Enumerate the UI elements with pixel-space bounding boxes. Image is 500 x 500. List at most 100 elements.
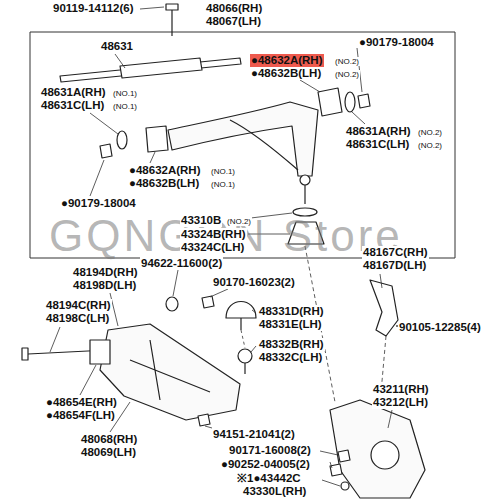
part-outline <box>238 349 252 363</box>
leader-line <box>251 346 256 352</box>
position-note: (NO.2) <box>334 70 360 79</box>
leader-line <box>320 451 338 455</box>
leader-line <box>205 426 212 428</box>
part-outline <box>330 464 342 476</box>
part-number: 43212(LH) <box>372 396 429 409</box>
part-number: 48631C(LH) <box>40 99 105 112</box>
part-number: ●48632A(RH) <box>128 164 202 177</box>
leader-line <box>90 113 118 134</box>
part-number: 90105-12285(4) <box>398 321 482 334</box>
part-number: ●48632B(LH) <box>128 177 200 190</box>
leader-line <box>150 152 155 163</box>
highlighted-part-number: ●48632A(RH) <box>250 54 324 67</box>
leader-line <box>244 363 245 374</box>
part-number: 48631C(LH) <box>345 138 410 151</box>
part-outline <box>202 296 214 308</box>
position-note: (NO.2) <box>417 141 443 150</box>
part-number: 48066(RH) <box>205 2 263 15</box>
part-number: 48332C(LH) <box>258 351 323 364</box>
part-number: 48067(LH) <box>205 15 262 28</box>
part-number: 90171-16008(2) <box>228 444 312 457</box>
position-note: (NO.1) <box>210 167 236 176</box>
position-note: (NO.2) <box>226 217 252 226</box>
position-note: (NO.1) <box>112 89 138 98</box>
part-number: 90170-16023(2) <box>212 276 296 289</box>
part-outline <box>330 400 425 498</box>
leader-line <box>300 80 320 92</box>
part-number: 48631A(RH) <box>40 86 107 99</box>
part-outline <box>226 302 256 319</box>
part-outline <box>358 94 370 108</box>
leader-line <box>50 327 60 352</box>
part-number: ※1●43442C <box>236 472 302 485</box>
part-number: 48198D(LH) <box>72 279 137 292</box>
part-number: ●90179-18004 <box>60 197 137 210</box>
part-outline <box>166 4 178 10</box>
leader-line <box>252 310 256 313</box>
part-number: 43330L(RH) <box>242 485 307 498</box>
part-outline <box>117 131 127 149</box>
part-number: 48631 <box>100 40 134 53</box>
part-number: 90119-14112(6) <box>52 2 135 15</box>
part-number: ●48654E(RH) <box>45 396 118 409</box>
part-outline <box>318 88 342 116</box>
part-outline <box>230 120 298 170</box>
part-number: 43324B(RH) <box>180 228 247 241</box>
part-number: 48194C(RH) <box>45 299 112 312</box>
part-outline <box>90 340 110 364</box>
part-number: 48167D(LH) <box>362 259 427 272</box>
position-note: (NO.1) <box>112 102 138 111</box>
position-note: (NO.1) <box>210 180 236 189</box>
part-outline <box>345 92 355 112</box>
part-number: 43211(RH) <box>372 383 430 396</box>
leader-line <box>90 160 104 196</box>
leader-line <box>352 112 365 124</box>
leader-line <box>322 480 340 486</box>
part-number: 94151-21041(2) <box>212 428 296 441</box>
leader-line <box>330 462 332 468</box>
part-number: 48198C(LH) <box>45 312 110 325</box>
part-outline <box>146 126 168 152</box>
part-outline <box>120 58 202 78</box>
part-number: 48631A(RH) <box>345 125 412 138</box>
leader-line <box>380 274 382 288</box>
leader-line <box>240 318 241 330</box>
part-number: 48332B(RH) <box>258 338 325 351</box>
part-outline <box>338 450 350 462</box>
part-outline <box>341 482 349 490</box>
part-number: ●48632B(LH) <box>250 67 322 80</box>
position-note: (NO.2) <box>417 128 443 137</box>
part-number: 94622-11600(2) <box>140 257 223 270</box>
leader-line <box>171 10 172 36</box>
part-number: 48069(LH) <box>80 446 137 459</box>
leader-line <box>115 54 125 68</box>
leader-line <box>173 270 178 296</box>
part-outline <box>198 414 210 426</box>
part-number: 48194D(RH) <box>72 266 139 279</box>
part-number: 48167C(RH) <box>362 246 429 259</box>
leader-line <box>140 7 164 9</box>
part-outline <box>370 280 398 336</box>
part-number: ●90179-18004 <box>358 36 435 49</box>
part-number: 48331D(RH) <box>258 305 325 318</box>
part-number: 48068(RH) <box>80 433 138 446</box>
part-outline <box>300 175 310 185</box>
part-number: 43324C(LH) <box>180 241 245 254</box>
leader-line <box>80 365 96 395</box>
part-outline <box>100 144 112 158</box>
part-outline <box>371 441 399 469</box>
leader-line <box>388 410 392 428</box>
part-number: 48331E(LH) <box>258 318 323 331</box>
part-outline <box>100 324 240 420</box>
part-outline <box>166 297 178 311</box>
part-number: ●48654F(LH) <box>45 409 116 422</box>
part-outline <box>22 348 28 360</box>
part-outline <box>130 340 210 400</box>
part-number: 43310B <box>180 214 222 227</box>
leader-line <box>241 330 245 348</box>
part-number: ●90252-04005(2) <box>220 458 311 471</box>
position-note: (NO.2) <box>334 57 360 66</box>
leader-line <box>210 289 228 297</box>
part-outline <box>60 58 241 82</box>
part-outline <box>22 4 455 498</box>
